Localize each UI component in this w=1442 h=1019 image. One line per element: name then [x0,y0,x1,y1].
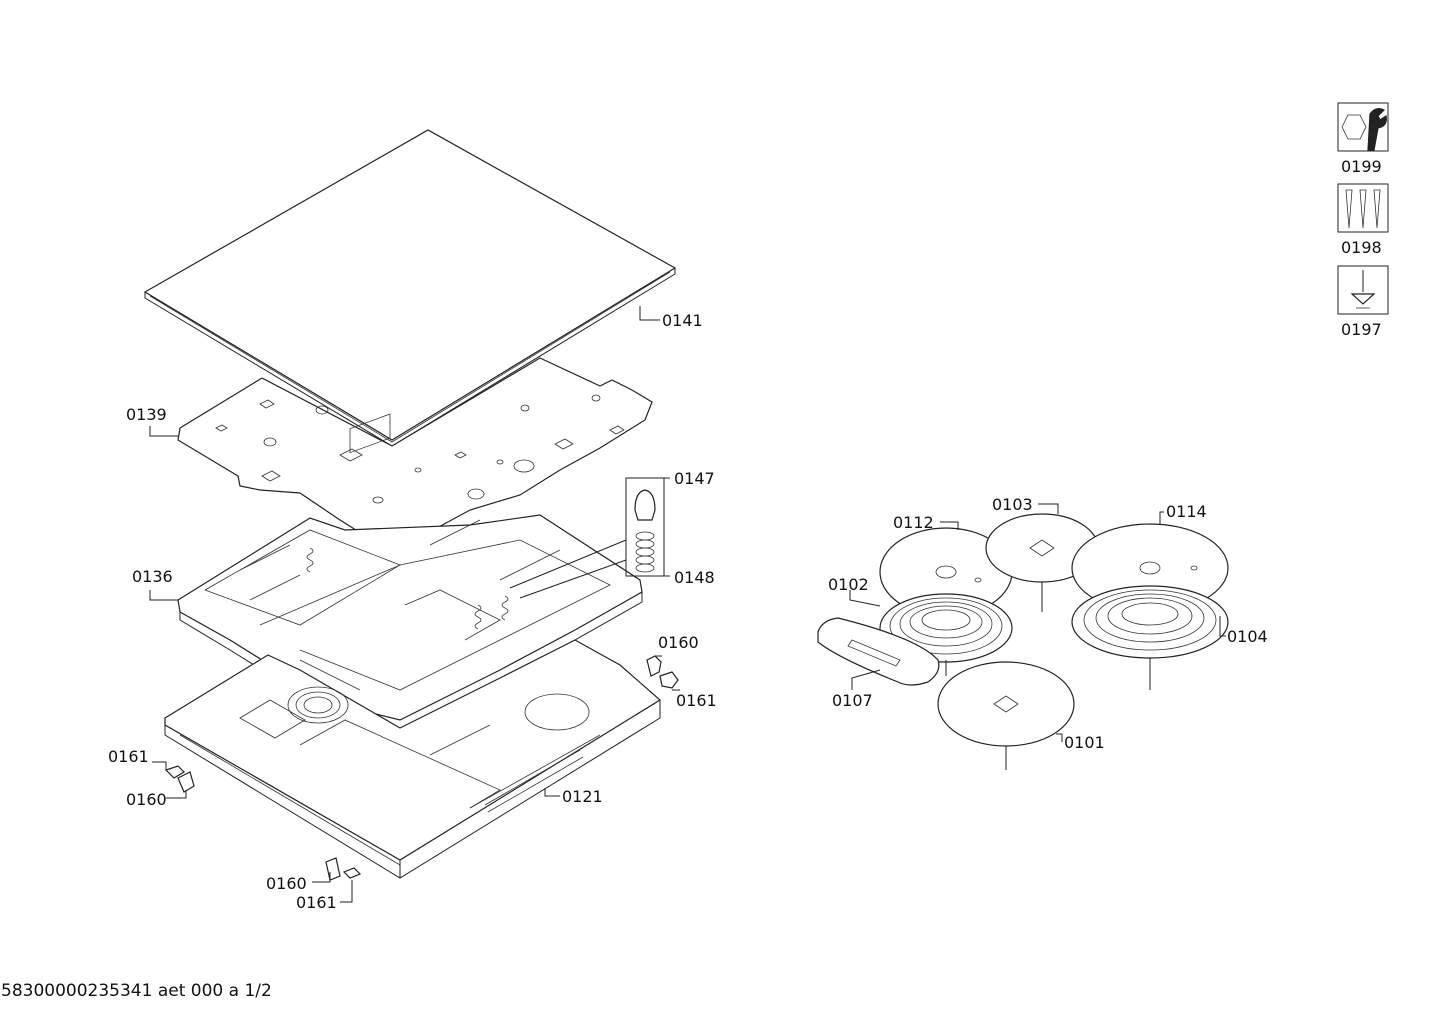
label-0101: 0101 [1064,733,1105,752]
label-0199: 0199 [1341,157,1382,176]
label-0160-right: 0160 [658,633,699,652]
screws-icon [1337,183,1389,233]
label-0102: 0102 [828,575,869,594]
label-0107: 0107 [832,691,873,710]
label-0160-bottom: 0160 [266,874,307,893]
label-0112: 0112 [893,513,934,532]
leader-lines [149,306,1226,903]
label-0160-left: 0160 [126,790,167,809]
label-0161-right: 0161 [676,691,717,710]
sensor-plate-0107-part[interactable] [817,617,940,686]
coil-carrier-0103-part[interactable] [985,513,1099,612]
screwdriver-icon [1337,265,1389,315]
carrier-sheet-part[interactable] [177,357,653,549]
coil-carrier-0101-part[interactable] [937,661,1075,770]
label-0139: 0139 [126,405,167,424]
coil-0104-part[interactable] [1071,585,1229,690]
label-0147: 0147 [674,469,715,488]
label-0104: 0104 [1227,627,1268,646]
label-0198: 0198 [1341,238,1382,257]
label-0114: 0114 [1166,502,1207,521]
label-0161-left: 0161 [108,747,149,766]
label-0136: 0136 [132,567,173,586]
clip-left-part[interactable] [164,765,195,793]
clip-right-part[interactable] [646,655,679,689]
label-0161-bottom: 0161 [296,893,337,912]
part-labels: 0141 0139 0147 0148 0136 0160 0161 0161 … [108,157,1382,912]
label-0121: 0121 [562,787,603,806]
bottom-housing-part[interactable] [164,639,662,879]
label-0103: 0103 [992,495,1033,514]
clip-bottom-part[interactable] [325,857,362,881]
document-code: 58300000235341 aet 000 a 1/2 [1,981,272,1001]
label-0148: 0148 [674,568,715,587]
label-0141: 0141 [662,311,703,330]
nut-wrench-icon [1337,102,1389,152]
spring-detail-box[interactable] [509,477,665,599]
label-0197: 0197 [1341,320,1382,339]
